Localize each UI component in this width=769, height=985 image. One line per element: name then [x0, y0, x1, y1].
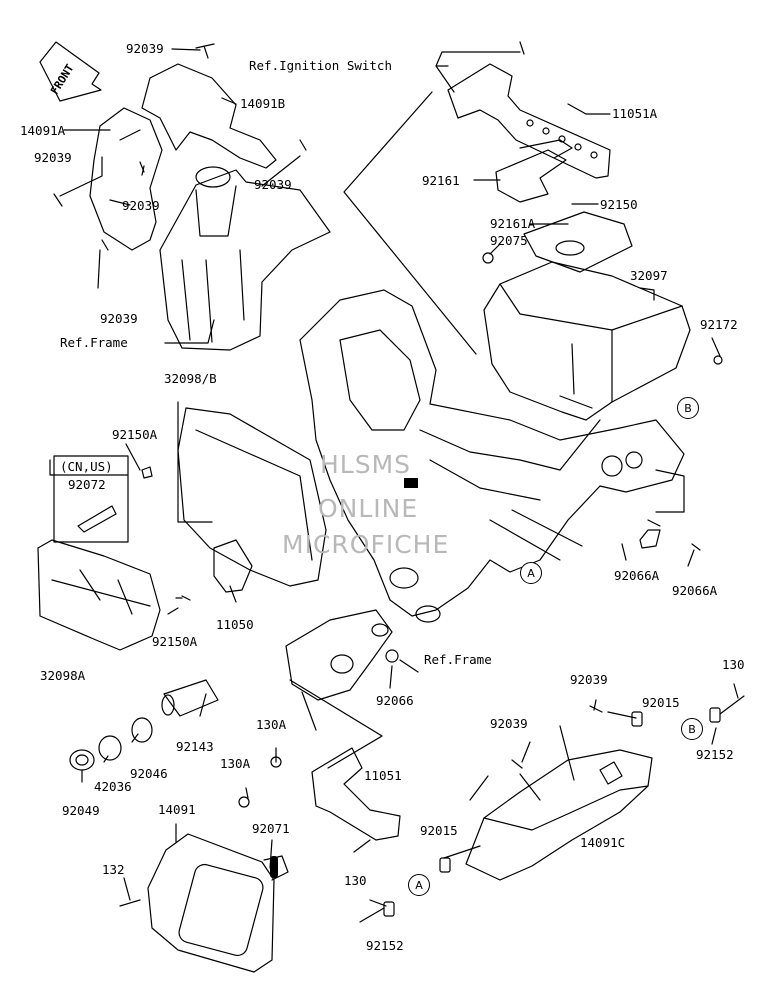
part-14091a: 14091A — [20, 123, 66, 138]
part-14091c: 14091C — [580, 835, 626, 850]
part-130a-upper: 130A — [256, 717, 287, 732]
part-130-upper: 130 — [722, 657, 745, 672]
part-132: 132 — [102, 862, 125, 877]
side-cover-32098b — [177, 407, 327, 587]
side-cover-32098a — [37, 539, 161, 651]
part-92015-lower: 92015 — [420, 823, 458, 838]
cover-14091c — [465, 749, 653, 881]
cn-us-detail-box — [53, 455, 129, 543]
sleeve-92143 — [163, 679, 219, 717]
callout-a-middle: A — [520, 562, 542, 584]
part-92039-rear-right: 92039 — [570, 672, 608, 687]
callout-a-lower: A — [408, 874, 430, 896]
part-92039-rear-left: 92039 — [490, 716, 528, 731]
bracket-11051 — [311, 747, 401, 841]
battery-cover-92161a — [523, 211, 633, 273]
bracket-11050 — [213, 539, 253, 593]
part-92152-upper: 92152 — [696, 747, 734, 762]
part-92039-center: 92039 — [122, 198, 160, 213]
cover-14091b — [141, 63, 277, 169]
part-32098a: 32098A — [40, 668, 86, 683]
part-92039-right: 92039 — [254, 177, 292, 192]
part-11051: 11051 — [364, 768, 402, 783]
callout-b-upper: B — [677, 397, 699, 419]
swingarm-pivot — [285, 609, 393, 701]
cover-14091 — [147, 833, 275, 973]
part-92066: 92066 — [376, 693, 414, 708]
watermark-line-1: HLSMS — [320, 450, 412, 479]
label-ref-frame-lower: Ref.Frame — [424, 652, 492, 667]
part-11051a: 11051A — [612, 106, 658, 121]
part-92049: 92049 — [62, 803, 100, 818]
part-92161: 92161 — [422, 173, 460, 188]
part-92150a-upper: 92150A — [112, 427, 158, 442]
callout-b-lower: B — [681, 718, 703, 740]
part-92150: 92150 — [600, 197, 638, 212]
bracket-11051a — [447, 63, 611, 179]
part-92072: 92072 — [68, 477, 106, 492]
watermark-line-3: MICROFICHE — [282, 530, 450, 559]
frame-head-upper — [159, 169, 331, 351]
part-92066a-left: 92066A — [614, 568, 660, 583]
part-92046: 92046 — [130, 766, 168, 781]
label-ref-frame-upper: Ref.Frame — [60, 335, 128, 350]
part-32098b: 32098/B — [164, 371, 217, 386]
part-32097: 32097 — [630, 268, 668, 283]
part-92039-left: 92039 — [34, 150, 72, 165]
part-130-lower: 130 — [344, 873, 367, 888]
front-arrow-icon — [39, 41, 102, 102]
part-92152-lower: 92152 — [366, 938, 404, 953]
bracket-92161 — [495, 149, 567, 203]
part-11050: 11050 — [216, 617, 254, 632]
part-92039-bottom: 92039 — [100, 311, 138, 326]
part-92066a-right: 92066A — [672, 583, 718, 598]
part-130a-lower: 130A — [220, 756, 251, 771]
part-92075: 92075 — [490, 233, 528, 248]
part-92039-top: 92039 — [126, 41, 164, 56]
cover-14091a — [89, 107, 163, 251]
part-92161a: 92161A — [490, 216, 536, 231]
label-ref-ignition-switch: Ref.Ignition Switch — [249, 58, 392, 73]
part-92143: 92143 — [176, 739, 214, 754]
part-14091b: 14091B — [240, 96, 286, 111]
part-92015-upper: 92015 — [642, 695, 680, 710]
part-42036: 42036 — [94, 779, 132, 794]
watermark-line-2: ONLINE — [318, 494, 419, 523]
part-92071: 92071 — [252, 821, 290, 836]
part-14091: 14091 — [158, 802, 196, 817]
label-cn-us: (CN,US) — [60, 459, 113, 474]
part-92172: 92172 — [700, 317, 738, 332]
part-92150a-lower: 92150A — [152, 634, 198, 649]
battery-case-32097 — [483, 261, 691, 421]
main-frame — [299, 289, 685, 617]
